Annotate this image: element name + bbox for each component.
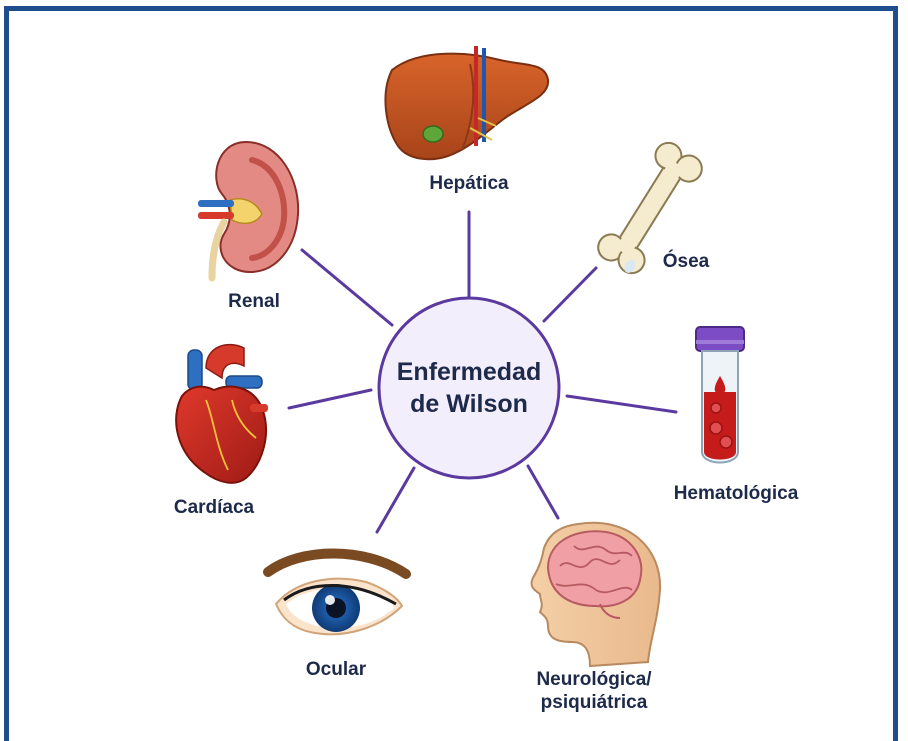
connector-ocular [377,468,414,532]
center-title: Enfermedad de Wilson [380,356,558,420]
brain-head-icon [532,523,661,666]
label-hepatica: Hepática [429,172,508,195]
kidney-icon [198,142,298,278]
connector-osea [544,268,596,321]
liver-icon [385,46,548,159]
label-renal: Renal [228,290,280,313]
label-neurologica-line2: psiquiátrica [536,691,651,714]
label-ocular: Ocular [306,658,366,681]
connector-cardiaca [289,390,371,408]
label-neurologica-line1: Neurológica/ [536,668,651,691]
label-neurologica: Neurológica/ psiquiátrica [536,668,651,714]
connector-hematologica [567,396,676,412]
label-cardiaca: Cardíaca [174,496,254,519]
connector-renal [302,250,392,325]
heart-icon [176,345,268,483]
center-title-line1: Enfermedad [380,356,558,388]
label-osea: Ósea [663,250,709,273]
blood-tube-icon [696,327,744,463]
connector-neurologica [528,466,558,518]
center-title-line2: de Wilson [380,388,558,420]
label-hematologica: Hematológica [674,482,799,505]
eye-icon [268,554,406,635]
